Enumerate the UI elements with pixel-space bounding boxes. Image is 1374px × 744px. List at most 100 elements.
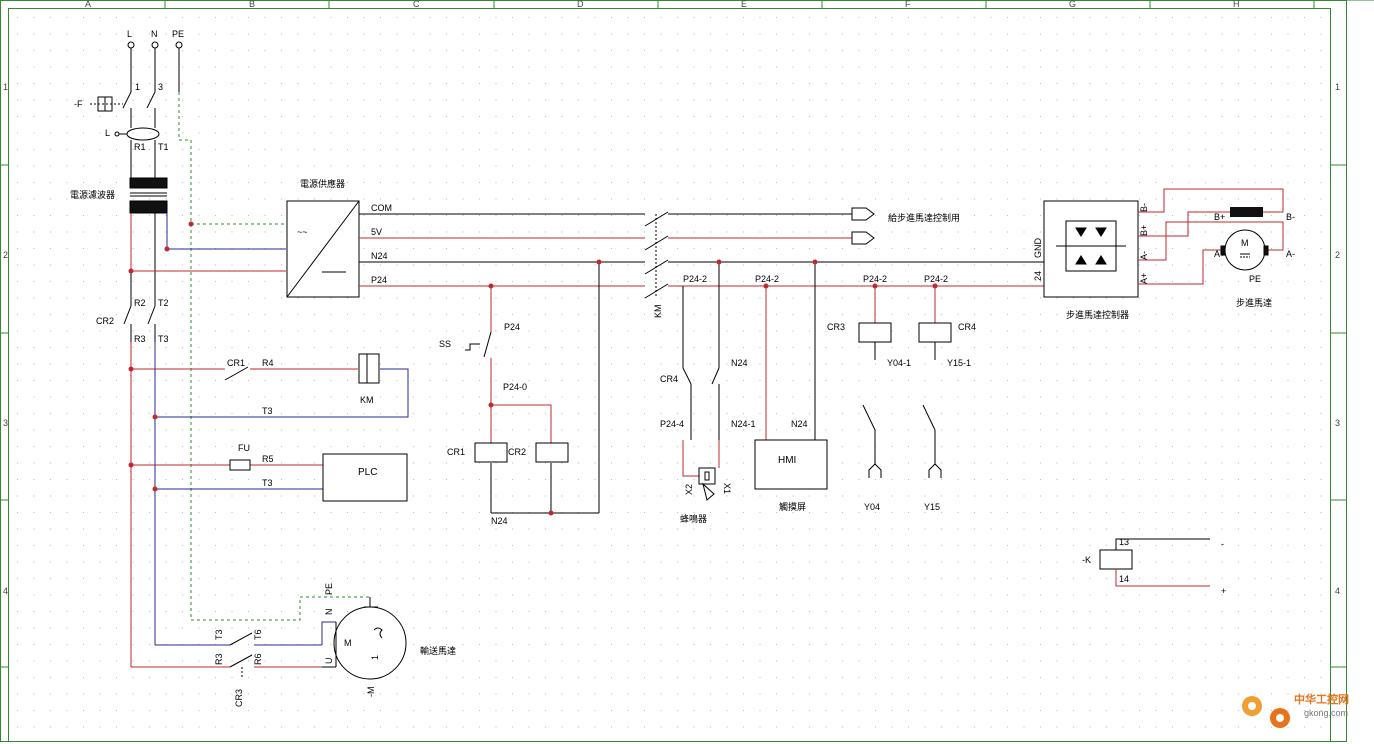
label-3: 3 xyxy=(158,82,163,92)
label-T3: T3 xyxy=(158,334,169,344)
junction-dots-ss xyxy=(488,259,602,516)
frame-ticks xyxy=(0,0,1346,668)
label-B-minus: B- xyxy=(1139,203,1149,212)
label-GND: GND xyxy=(1033,238,1043,259)
label-X1: X1 xyxy=(722,483,732,494)
label-FU: FU xyxy=(238,443,250,453)
label-stepper-ctrl-for: 給步進馬達控制用 xyxy=(888,212,960,223)
label-1: 1 xyxy=(135,82,140,92)
label-KM: KM xyxy=(360,395,374,405)
label-24: 24 xyxy=(1033,271,1043,281)
coil-CR1 xyxy=(474,442,508,463)
label-B-minus-2: B- xyxy=(1286,212,1295,222)
stepper-wiring xyxy=(1138,188,1284,285)
label-P24-b: P24 xyxy=(504,322,520,332)
arrow-connectors xyxy=(851,207,875,245)
stepper-motor xyxy=(1220,229,1269,271)
row-label-1-right: 1 xyxy=(1335,82,1340,92)
label-filter: 電源濾波器 xyxy=(70,189,115,200)
fuse-FU xyxy=(229,459,251,471)
red-L-bus xyxy=(130,213,358,668)
label-CR3: CR3 xyxy=(827,322,845,332)
column-label-G: G xyxy=(1069,0,1076,9)
watermark-text: 中华工控网 xyxy=(1294,692,1349,706)
label-P24-0: P24-0 xyxy=(503,382,527,392)
label-R5: R5 xyxy=(262,454,274,464)
coil-CR3 xyxy=(858,322,892,343)
bridge-rectifier xyxy=(1056,220,1126,272)
label-P24-2-c: P24-2 xyxy=(863,274,887,284)
label-Y04: Y04 xyxy=(864,502,880,512)
column-label-A: A xyxy=(85,0,91,9)
label-CR4-a: CR4 xyxy=(660,374,678,384)
row-label-4-right: 4 xyxy=(1335,586,1340,596)
watermark-url: gkong.com xyxy=(1304,708,1348,718)
label-Y04-1: Y04-1 xyxy=(887,358,911,368)
label-Y15: Y15 xyxy=(924,502,940,512)
junction-dots-left xyxy=(128,221,194,492)
label-minus: - xyxy=(1221,539,1224,549)
row-label-1-left: 1 xyxy=(3,82,8,92)
label-T3-c: T3 xyxy=(262,478,273,488)
label-conveyor-motor: 輸送馬達 xyxy=(420,645,456,656)
label-buzzer: 蜂鳴器 xyxy=(680,513,707,524)
stepper-winding-B xyxy=(1230,207,1263,217)
ss-circuit xyxy=(465,286,552,513)
label-CR1-b: CR1 xyxy=(447,447,465,457)
label-R2: R2 xyxy=(134,298,146,308)
label-PE: PE xyxy=(172,29,184,39)
label-P24: P24 xyxy=(371,275,387,285)
label-P24-4: P24-4 xyxy=(660,419,684,429)
label-N24-b: N24 xyxy=(491,516,508,526)
column-label-B: B xyxy=(249,0,255,9)
contact-CR2 xyxy=(123,305,156,342)
power-filter xyxy=(129,140,168,214)
label-plus: + xyxy=(1221,586,1226,596)
label-M-stepper: M xyxy=(1241,238,1249,248)
label-touchscreen: 觸摸屏 xyxy=(779,501,806,512)
row-label-4-left: 4 xyxy=(3,586,8,596)
label-R4: R4 xyxy=(262,358,274,368)
row-label-2-right: 2 xyxy=(1335,250,1340,260)
label-PLC: PLC xyxy=(358,467,377,478)
label-KM-vertical: KM xyxy=(653,305,663,319)
label-L: L xyxy=(127,29,132,39)
label-PE-motor: PE xyxy=(324,583,334,595)
label-PE-stepper: PE xyxy=(1249,274,1261,284)
label-A-minus: A- xyxy=(1139,251,1149,260)
row-label-3-right: 3 xyxy=(1335,418,1340,428)
label-Y15-1: Y15-1 xyxy=(947,358,971,368)
coil-KM xyxy=(358,353,380,384)
row-label-3-left: 3 xyxy=(3,418,8,428)
label-K: -K xyxy=(1082,555,1091,565)
column-label-F: F xyxy=(905,0,911,9)
label-A-plus: A+ xyxy=(1139,273,1149,284)
label-T6: T6 xyxy=(253,629,263,640)
label-N24-c: N24 xyxy=(731,358,748,368)
label-L-small: L xyxy=(105,128,110,138)
label-N24-d: N24 xyxy=(791,419,808,429)
label-N24-1: N24-1 xyxy=(731,419,756,429)
column-label-E: E xyxy=(741,0,747,9)
relay-K xyxy=(1099,538,1210,587)
dc-rails xyxy=(359,213,1044,287)
label-P24-2-d: P24-2 xyxy=(924,274,948,284)
label-13: 13 xyxy=(1119,537,1129,547)
label-N24: N24 xyxy=(371,251,388,261)
label-psu: 電源供應器 xyxy=(300,178,345,189)
label-CR2-a: CR2 xyxy=(96,316,114,326)
label-stepper-controller: 步進馬達控制器 xyxy=(1066,309,1129,320)
buzzer xyxy=(698,467,716,501)
label-T1: T1 xyxy=(158,142,169,152)
conveyor-motor xyxy=(322,597,407,680)
label-P24-2-a: P24-2 xyxy=(683,274,707,284)
coil-CR2 xyxy=(535,442,569,463)
label-CR2-b: CR2 xyxy=(508,447,526,457)
column-label-D: D xyxy=(577,0,584,9)
label-T3-b: T3 xyxy=(262,406,273,416)
blue-N-bus xyxy=(154,213,409,646)
